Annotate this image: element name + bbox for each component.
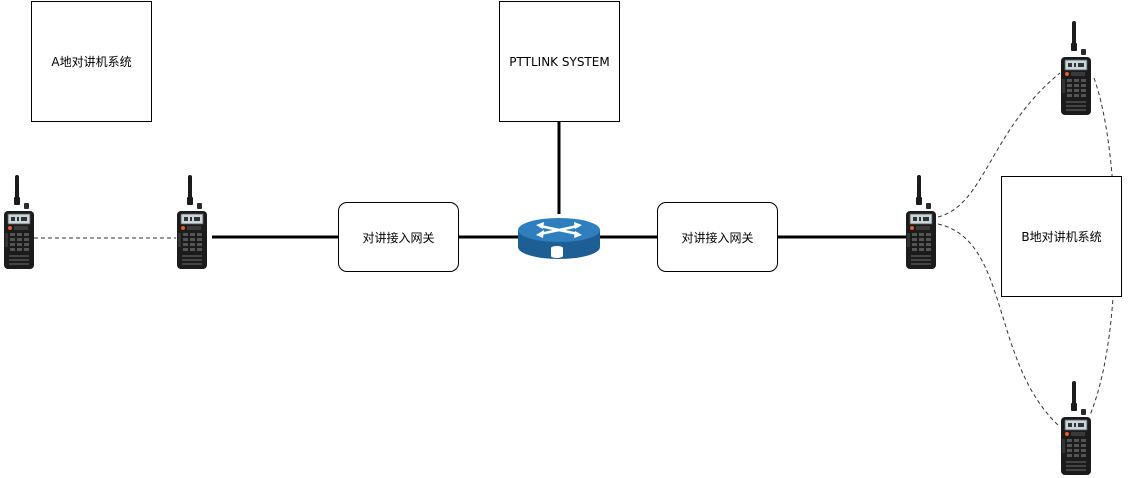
wireless-link-b-bottom-left bbox=[937, 223, 1059, 426]
walkie-talkie-icon[interactable] bbox=[176, 174, 208, 270]
walkie-talkie-icon[interactable] bbox=[905, 174, 937, 270]
site-b-system-box[interactable]: B地对讲机系统 bbox=[1001, 176, 1122, 297]
site-a-system-label: A地对讲机系统 bbox=[51, 55, 132, 69]
pttlink-system-box[interactable]: PTTLINK SYSTEM bbox=[499, 1, 620, 122]
walkie-talkie-icon[interactable] bbox=[1060, 380, 1092, 476]
gateway-right-box[interactable]: 对讲接入网关 bbox=[657, 202, 778, 272]
site-a-system-box[interactable]: A地对讲机系统 bbox=[31, 1, 152, 122]
site-b-system-label: B地对讲机系统 bbox=[1021, 230, 1102, 244]
gateway-right-label: 对讲接入网关 bbox=[681, 230, 754, 245]
walkie-talkie-icon[interactable] bbox=[3, 174, 35, 270]
pttlink-system-label: PTTLINK SYSTEM bbox=[509, 54, 610, 69]
router-icon[interactable] bbox=[518, 218, 600, 259]
solid-links bbox=[212, 121, 906, 239]
wireless-link-b-right bbox=[1089, 77, 1116, 416]
walkie-talkie-icon[interactable] bbox=[1060, 20, 1092, 116]
wireless-links bbox=[34, 72, 1116, 426]
gateway-left-box[interactable]: 对讲接入网关 bbox=[338, 202, 459, 272]
gateway-left-label: 对讲接入网关 bbox=[362, 230, 435, 245]
wireless-link-b-top-left bbox=[937, 72, 1061, 218]
